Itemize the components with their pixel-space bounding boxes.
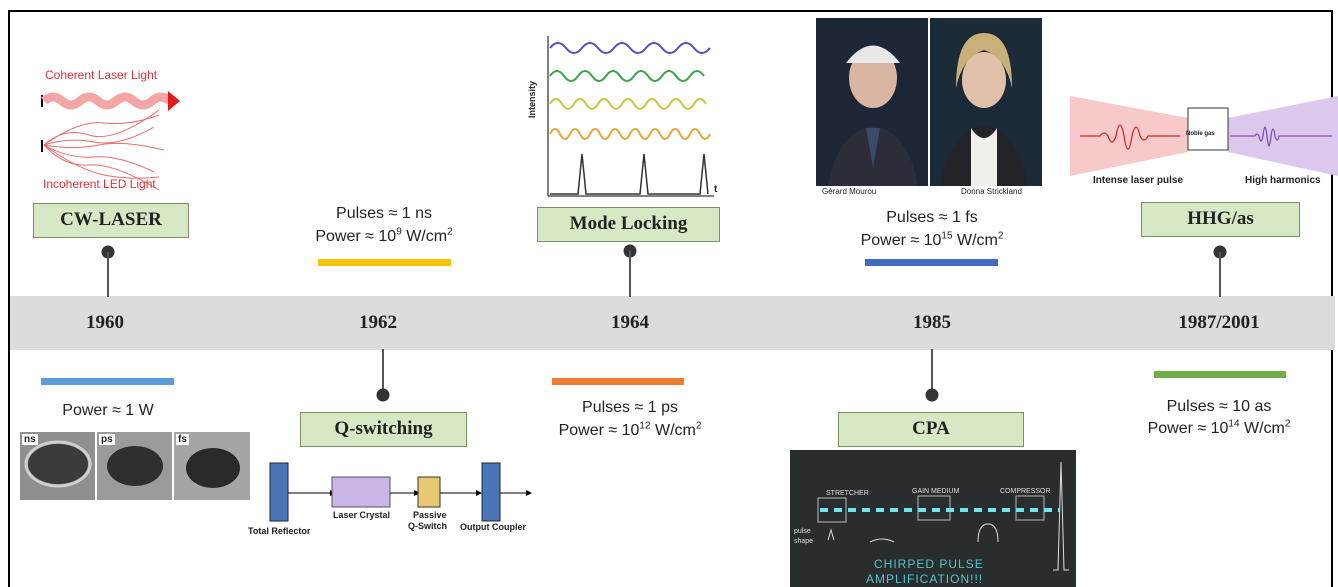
marker-stem-1962 [382, 349, 384, 394]
coherent-caption: Coherent Laser Light [45, 68, 158, 82]
power-1964: Power ≈ 1012 W/cm2 [558, 420, 702, 439]
pulses-1964: Pulses ≈ 1 ps [582, 399, 678, 416]
marker-stem-1985 [931, 349, 933, 395]
year-1985: 1985 [913, 312, 951, 333]
cpa-title-2: AMPLIFICATION!!! [866, 572, 984, 586]
power-1960: Power ≈ 1 W [62, 402, 154, 419]
cpa-chalk-drawing [817, 461, 1069, 571]
cpa-stretcher: STRETCHER [826, 490, 869, 497]
hhg-left-caption: Intense laser pulse [1093, 175, 1184, 186]
hole-label-fs: fs [176, 434, 189, 445]
marker-dot-1962 [376, 388, 390, 402]
cpa-chalkboard [790, 450, 1076, 587]
portrait-caption-left: Gérard Mourou [822, 187, 877, 196]
label-hhg-as: HHG/as [1141, 202, 1300, 237]
year-1964: 1964 [611, 312, 649, 333]
cpa-gain-medium: GAIN MEDIUM [912, 488, 960, 495]
ml-xlabel: t [714, 184, 718, 195]
color-bar-1987 [1154, 371, 1286, 378]
year-1987-2001: 1987/2001 [1178, 312, 1260, 333]
incoherent-caption: Incoherent LED Light [43, 177, 156, 191]
portrait-caption-right: Donna Strickland [961, 187, 1022, 196]
pulses-1987: Pulses ≈ 10 as [1166, 398, 1272, 415]
marker-stem-1964 [629, 251, 631, 297]
hole-label-ns: ns [22, 434, 38, 445]
hhg-right-caption: High harmonics [1245, 175, 1321, 186]
marker-dot-1985 [925, 388, 939, 402]
marker-stem-1987 [1219, 252, 1221, 297]
ml-ylabel: Intensity [527, 80, 537, 118]
label-mode-locking: Mode Locking [537, 207, 720, 242]
label-q-switching: Q-switching [300, 412, 467, 447]
color-bar-1985 [865, 259, 998, 266]
hole-label-ps: ps [99, 434, 115, 445]
cpa-pulse: pulse [794, 528, 811, 535]
mode-locking-plot [538, 36, 718, 201]
q-laser-crystal: Laser Crystal [333, 510, 391, 520]
power-1985: Power ≈ 1015 W/cm2 [860, 230, 1004, 249]
timeline-band [10, 296, 1335, 350]
q-passive: Passive [413, 510, 447, 520]
color-bar-1962 [318, 259, 451, 266]
q-switch-diagram [269, 462, 532, 522]
cpa-compressor: COMPRESSOR [1000, 488, 1051, 495]
q-output-coupler: Output Coupler [460, 522, 526, 532]
laser-hole-images [20, 432, 250, 500]
hhg-noble-gas: Noble gas [1186, 131, 1215, 137]
power-1962: Power ≈ 109 W/cm2 [315, 226, 453, 245]
hhg-diagram [1070, 96, 1338, 176]
label-cw-laser: CW-LASER [33, 203, 189, 238]
power-1987: Power ≈ 1014 W/cm2 [1147, 418, 1291, 437]
color-bar-1960 [41, 378, 174, 385]
color-bar-1964 [552, 378, 684, 385]
pulses-1962: Pulses ≈ 1 ns [336, 205, 432, 222]
year-1962: 1962 [359, 312, 397, 333]
pulses-1985: Pulses ≈ 1 fs [886, 209, 978, 226]
marker-stem-1960 [107, 252, 109, 297]
label-cpa: CPA [838, 412, 1024, 447]
cpa-shape: shape [794, 538, 814, 545]
year-1960: 1960 [86, 312, 124, 333]
q-total-reflector: Total Reflector [248, 526, 311, 536]
nobel-portraits [816, 18, 1042, 186]
q-qswitch: Q-Switch [408, 521, 448, 531]
laser-light-figure [41, 91, 180, 191]
cpa-title-1: CHIRPED PULSE [874, 557, 984, 571]
